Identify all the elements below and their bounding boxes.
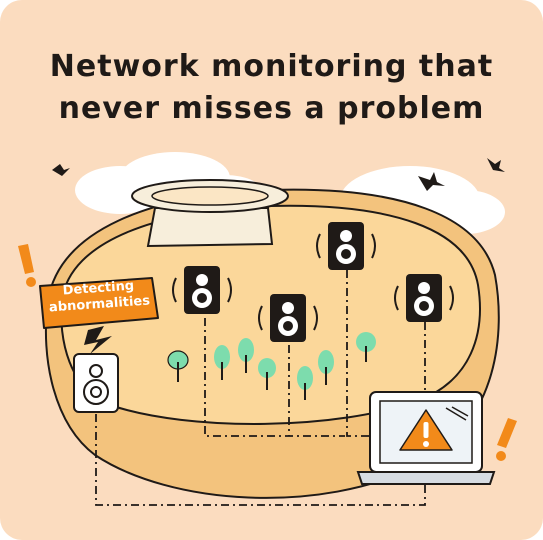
speaker-device-icon	[394, 274, 454, 322]
bird-icon	[52, 164, 70, 176]
tree-icon	[318, 350, 334, 385]
bird-icon	[487, 158, 505, 172]
tree-icon	[167, 350, 189, 382]
speaker-device-icon	[172, 266, 232, 314]
alert-badge-shape	[39, 277, 159, 329]
warning-icon	[399, 409, 453, 451]
tree-icon	[356, 332, 376, 362]
dish-plate	[131, 179, 289, 248]
tree-icon	[297, 366, 313, 400]
title-line-2: never misses a problem	[58, 91, 485, 126]
tree-icon	[258, 358, 276, 390]
tree-icon	[214, 345, 230, 380]
page-title: Network monitoring that never misses a p…	[0, 46, 543, 130]
tree-icon	[238, 338, 254, 373]
exclamation-icon	[18, 244, 36, 287]
lightning-icon	[84, 326, 112, 354]
network-links	[95, 270, 426, 506]
speaker-device-icon	[73, 353, 119, 413]
title-line-1: Network monitoring that	[49, 49, 494, 84]
bird-icon	[418, 172, 445, 191]
speaker-device-icon	[258, 294, 318, 342]
exclamation-icon	[496, 418, 517, 461]
speaker-device-icon	[316, 222, 376, 270]
